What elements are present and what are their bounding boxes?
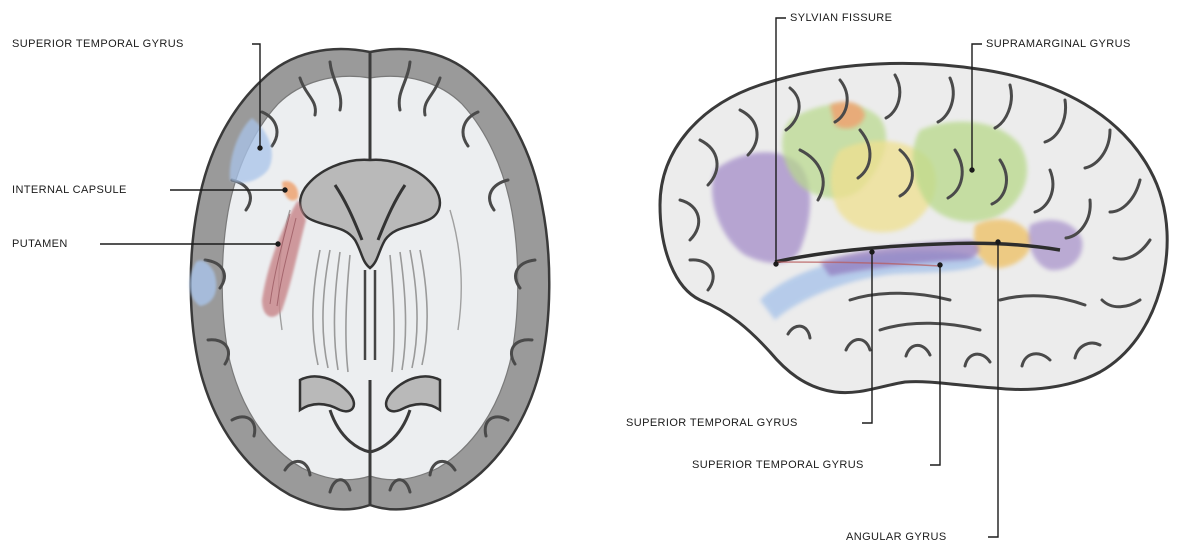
label-sylvian-fissure: SYLVIAN FISSURE [790, 12, 892, 25]
label-superior-temporal-gyrus-lateral-1: SUPERIOR TEMPORAL GYRUS [626, 417, 798, 430]
label-supramarginal-gyrus: SUPRAMARGINAL GYRUS [986, 38, 1131, 51]
label-putamen: PUTAMEN [12, 238, 68, 251]
label-internal-capsule: INTERNAL CAPSULE [12, 184, 127, 197]
label-superior-temporal-gyrus-lateral-2: SUPERIOR TEMPORAL GYRUS [692, 459, 864, 472]
label-superior-temporal-gyrus-axial: SUPERIOR TEMPORAL GYRUS [12, 38, 184, 51]
label-angular-gyrus: ANGULAR GYRUS [846, 531, 947, 544]
